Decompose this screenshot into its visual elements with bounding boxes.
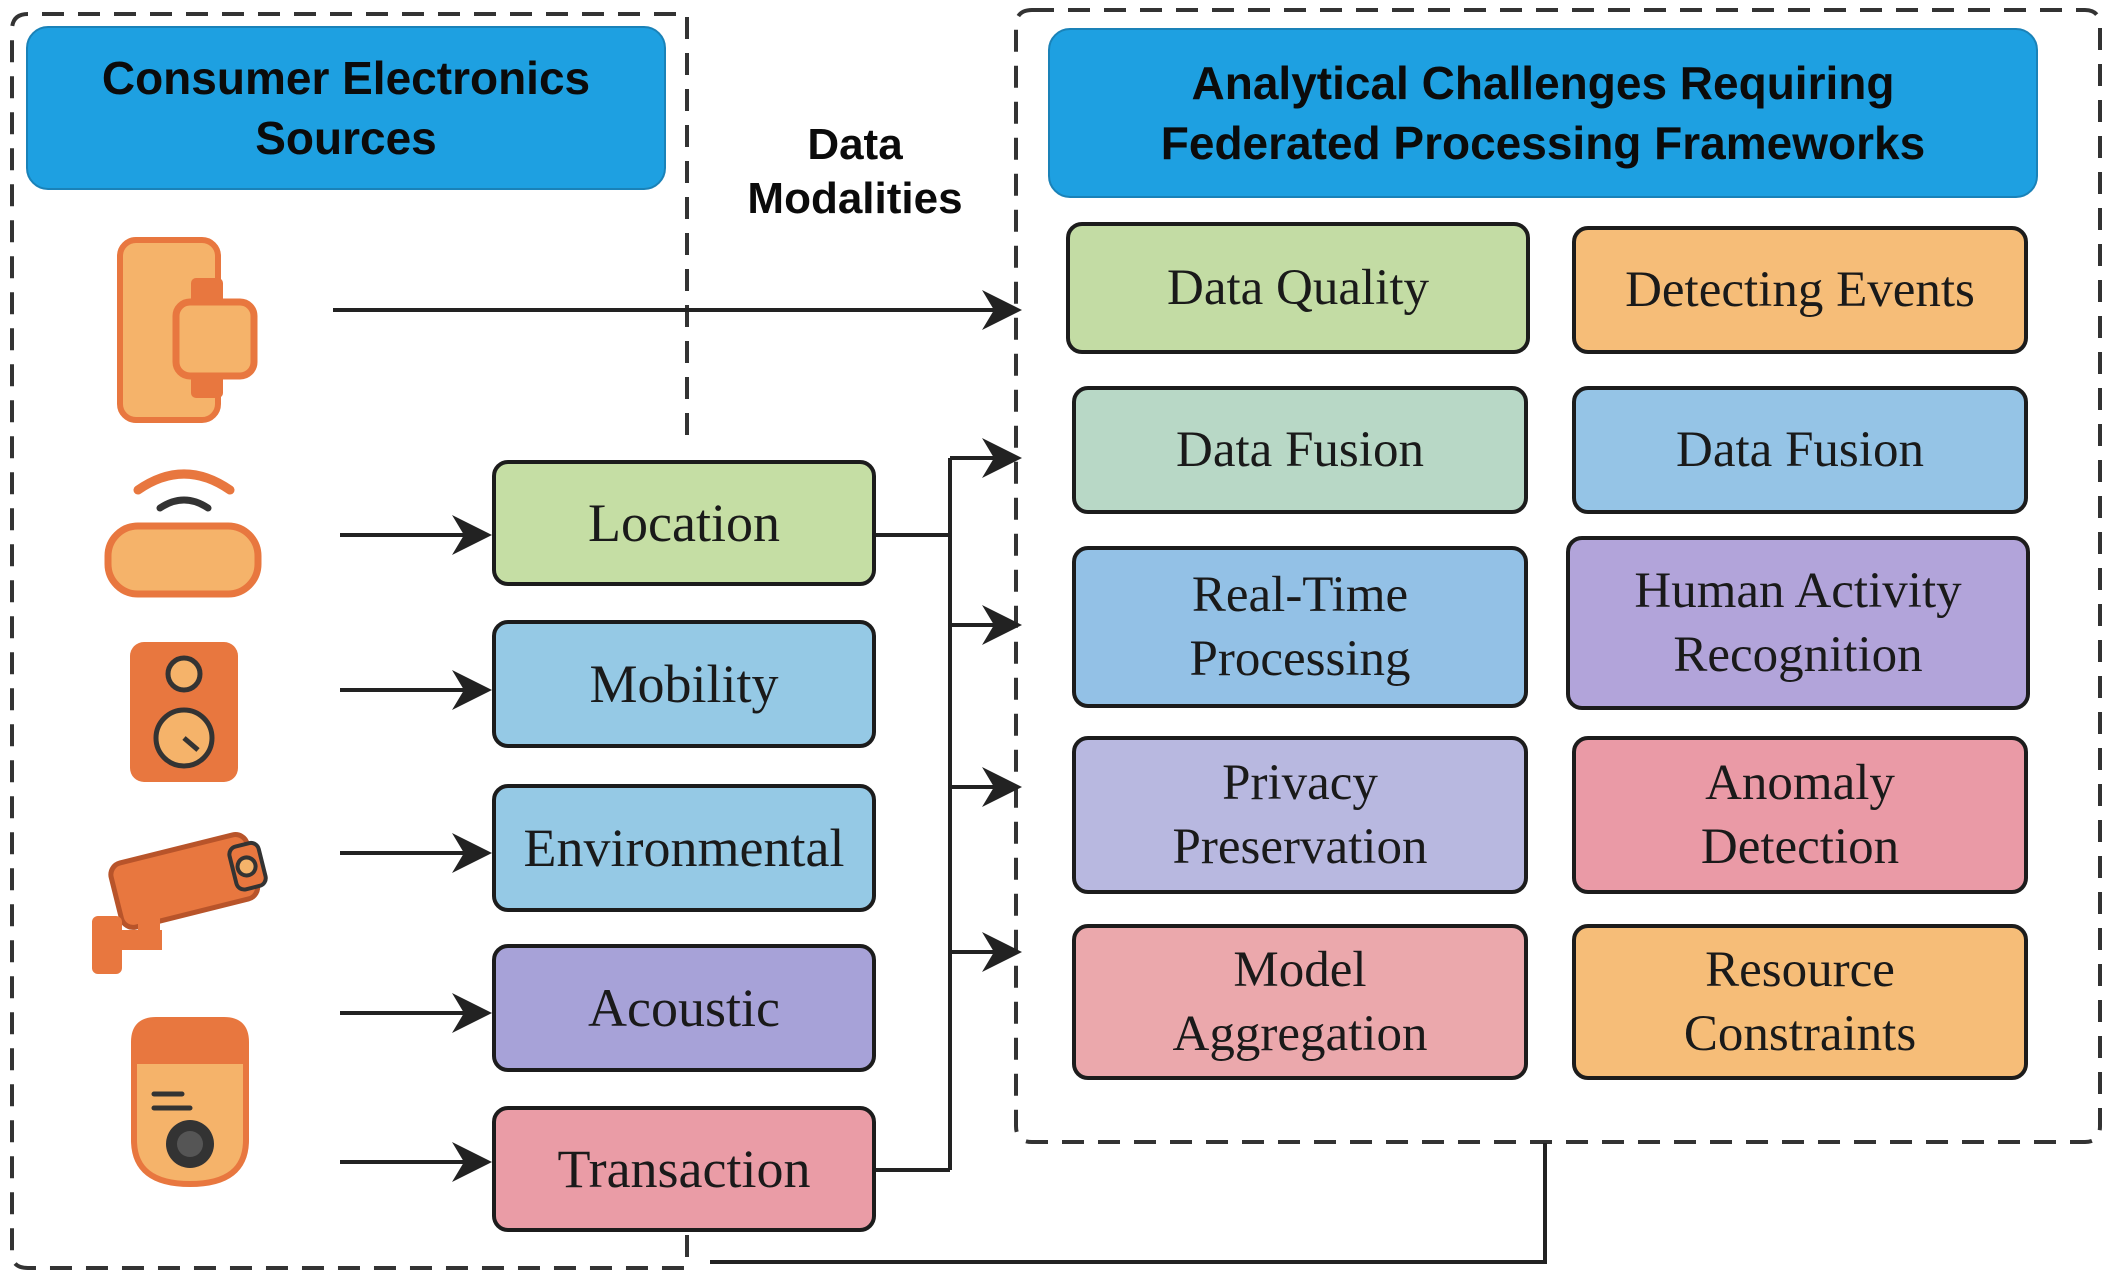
challenge-real-time-processing: Real-Time Processing [1072,546,1528,708]
smartphone-smartwatch-icon [112,236,260,424]
sources-banner: Consumer Electronics Sources [26,26,666,190]
wifi-router-icon [104,462,262,598]
challenge-anomaly-detection: Anomaly Detection [1572,736,2028,894]
challenge-resource-constraints-label: Resource Constraints [1683,942,1917,1062]
challenge-model-aggregation-label: Model Aggregation [1172,942,1428,1062]
smart-doorbell-icon [130,1016,250,1188]
challenge-real-time-processing-label: Real-Time Processing [1189,567,1411,687]
modality-transaction-label: Transaction [557,1139,811,1199]
modality-acoustic-label: Acoustic [588,978,780,1038]
challenge-privacy-preservation-label: Privacy Preservation [1172,755,1428,875]
modality-environmental-label: Environmental [523,818,845,878]
challenge-data-quality: Data Quality [1066,222,1530,354]
challenge-human-activity-recognition: Human Activity Recognition [1566,536,2030,710]
sources-title: Consumer Electronics Sources [101,52,591,164]
challenges-title: Analytical Challenges Requiring Federate… [1160,57,1926,169]
challenge-data-fusion-left: Data Fusion [1072,386,1528,514]
challenges-frame [1014,8,2102,1144]
challenge-human-activity-recognition-label: Human Activity Recognition [1634,563,1962,683]
challenge-data-fusion-left-label: Data Fusion [1176,422,1424,478]
challenge-data-fusion-right-label: Data Fusion [1676,422,1924,478]
challenge-anomaly-detection-label: Anomaly Detection [1700,755,1900,875]
challenge-resource-constraints: Resource Constraints [1572,924,2028,1080]
challenges-banner: Analytical Challenges Requiring Federate… [1048,28,2038,198]
modality-acoustic: Acoustic [492,944,876,1072]
challenge-model-aggregation: Model Aggregation [1072,924,1528,1080]
modality-location: Location [492,460,876,586]
modality-mobility: Mobility [492,620,876,748]
sources-frame [10,12,689,1270]
modality-environmental: Environmental [492,784,876,912]
speaker-icon [126,638,242,786]
modality-location-label: Location [588,493,780,553]
modality-mobility-label: Mobility [589,654,779,714]
security-camera-icon [84,820,274,978]
modalities-label: Data Modalities [747,120,963,223]
challenge-data-fusion-right: Data Fusion [1572,386,2028,514]
challenge-detecting-events: Detecting Events [1572,226,2028,354]
challenge-privacy-preservation: Privacy Preservation [1072,736,1528,894]
challenge-detecting-events-label: Detecting Events [1625,262,1975,318]
modality-transaction: Transaction [492,1106,876,1232]
challenge-data-quality-label: Data Quality [1167,260,1429,316]
